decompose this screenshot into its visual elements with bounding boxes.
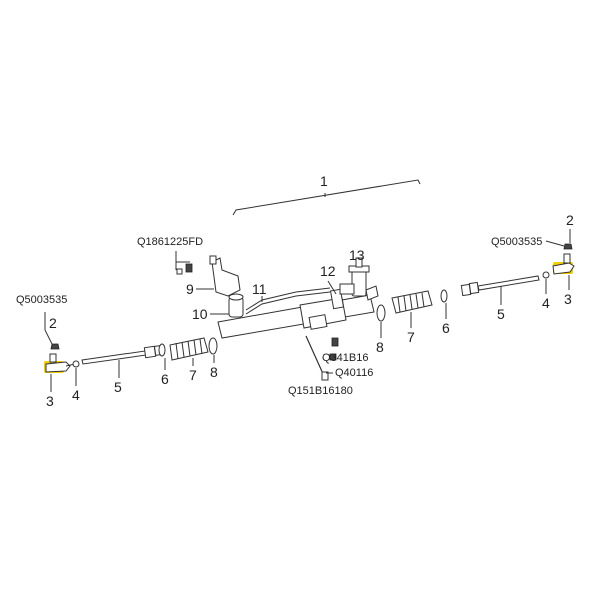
inner-tie-rod-left [81, 344, 164, 365]
callout-5-right: 5 [497, 306, 505, 322]
callout-6-right: 6 [442, 320, 450, 336]
part-code-clamp-bolt: Q341B16 [322, 352, 368, 364]
fluid-pipe [245, 287, 331, 315]
lock-nut-left [72, 360, 80, 368]
part-code-nut-right: Q5003535 [491, 236, 542, 248]
callout-8-right: 8 [376, 339, 384, 355]
callout-10: 10 [192, 306, 208, 322]
control-valve [339, 257, 379, 301]
clamp-ring-left [208, 337, 218, 355]
rack-housing [217, 288, 375, 339]
callout-3-left: 3 [46, 393, 54, 409]
callout-1: 1 [320, 173, 328, 189]
callout-2-left: 2 [49, 315, 57, 331]
tie-rod-end-left [44, 353, 76, 373]
callout-7-right: 7 [407, 329, 415, 345]
callout-6-left: 6 [161, 371, 169, 387]
lock-nut-right [542, 271, 550, 279]
callout-11: 11 [252, 281, 267, 297]
callout-5-left: 5 [114, 379, 122, 395]
inner-tie-rod-right [460, 275, 540, 297]
boot-clip-left [158, 343, 166, 357]
clamp-bolt [305, 335, 339, 381]
nut-left [44, 312, 60, 350]
part-code-long-bolt: Q151B16180 [288, 385, 353, 397]
callout-12: 12 [320, 263, 336, 279]
assembly-bracket [232, 179, 421, 216]
tie-rod-end-right [552, 253, 575, 275]
bracket-bolt [176, 263, 193, 275]
callout-4-right: 4 [542, 295, 550, 311]
nut-right [563, 243, 573, 250]
mounting-bracket [209, 255, 241, 297]
part-code-nut-left: Q5003535 [16, 294, 67, 306]
callout-4-left: 4 [72, 387, 80, 403]
callout-8-left: 8 [210, 364, 218, 380]
callout-7-left: 7 [189, 367, 197, 383]
boot-clip-right [440, 289, 448, 303]
callout-3-right: 3 [564, 291, 572, 307]
callout-9: 9 [186, 281, 194, 297]
part-code-clamp-nut: Q40116 [335, 367, 373, 379]
callout-2-right: 2 [566, 212, 574, 228]
clamp-ring-right [376, 304, 386, 322]
bellows-boot-right [391, 290, 433, 314]
part-code-bracket-bolt: Q1861225FD [137, 236, 203, 248]
bellows-boot-left [169, 337, 209, 361]
callout-13: 13 [349, 247, 365, 263]
mount-bushing [228, 293, 244, 318]
